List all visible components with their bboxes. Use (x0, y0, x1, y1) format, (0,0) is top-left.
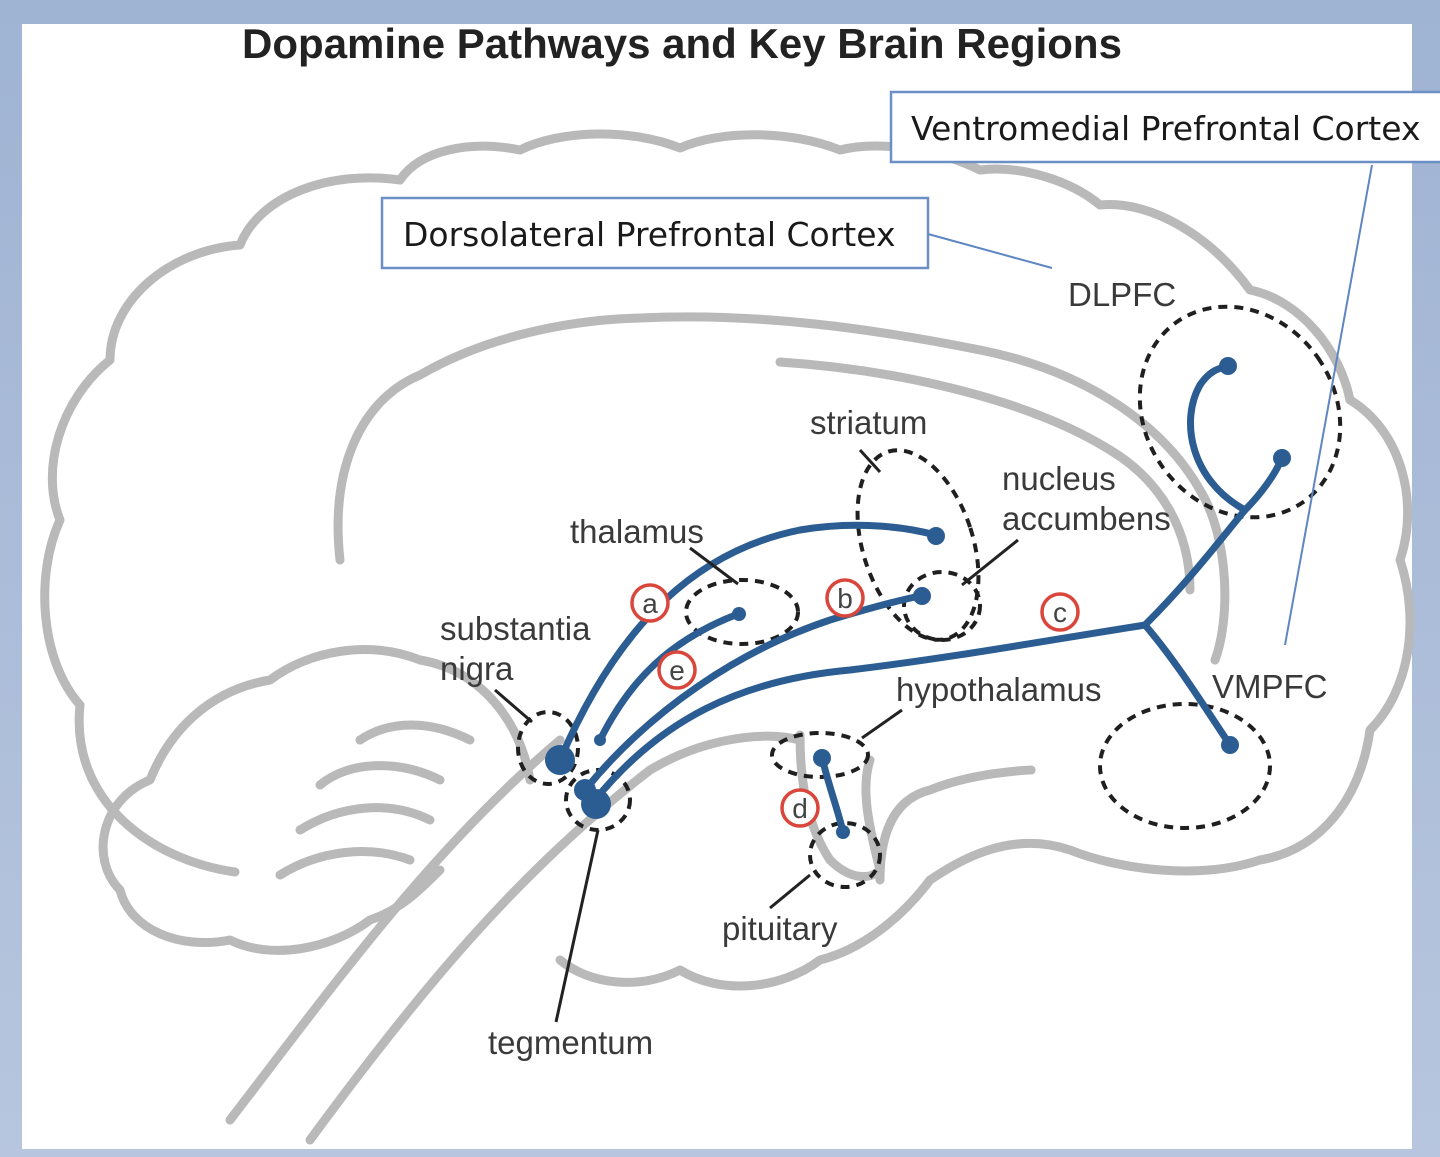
marker-b: b (825, 578, 865, 618)
brain-outline (40, 129, 1415, 1145)
terminal-thalamus (732, 607, 746, 621)
leader-nucleus-accumbens (961, 538, 1019, 587)
diagram-title: Dopamine Pathways and Key Brain Regions (242, 20, 1122, 67)
pathway-c-branch-middle (1241, 454, 1286, 514)
brain-regions (516, 304, 1343, 889)
label-tegmentum: tegmentum (488, 1024, 653, 1061)
cerebellum-folds (275, 720, 475, 880)
terminal-substantia-nigra (545, 745, 575, 775)
leader-striatum (858, 448, 882, 474)
svg-text:b: b (837, 583, 853, 614)
dopamine-pathways (556, 362, 1286, 836)
brain-outer-contour (40, 129, 1415, 991)
pathway-b-mesolimbic (581, 592, 924, 794)
pathway-a-nigrostriatal (556, 521, 939, 764)
terminal-dlpfc-upper (1219, 357, 1237, 375)
vmpfc-callout-box (889, 90, 1440, 164)
terminal-tegmentum-secondary (574, 779, 596, 801)
label-nucleus: nucleus (1002, 460, 1116, 497)
label-dlpfc: DLPFC (1068, 276, 1176, 313)
marker-a: a (630, 583, 670, 623)
label-accumbens: accumbens (1002, 500, 1171, 537)
dlpfc-region (1137, 304, 1343, 520)
label-hypothalamus: hypothalamus (896, 671, 1101, 708)
substantia-nigra-region (516, 710, 580, 786)
label-vmpfc: VMPFC (1212, 668, 1328, 705)
vmpfc-callout-connector (1284, 164, 1373, 646)
terminal-hypothalamus (813, 749, 831, 767)
terminal-e-start (594, 734, 606, 746)
dlpfc-callout-connector (927, 233, 1053, 269)
label-thalamus: thalamus (570, 513, 704, 550)
leader-tegmentum (554, 829, 600, 1023)
leader-hypothalamus (861, 708, 903, 740)
striatum-region (855, 448, 981, 642)
region-labels: DLPFC VMPFC striatum nucleus accumbens t… (440, 276, 1328, 1061)
brainstem-inner (305, 731, 805, 1145)
marker-e: e (657, 650, 697, 690)
label-substantia: substantia (440, 610, 591, 647)
leader-thalamus (689, 546, 739, 586)
marker-d: d (780, 788, 820, 828)
svg-text:c: c (1053, 597, 1067, 628)
pathway-d-tuberoinfundibular (818, 754, 847, 836)
vmpfc-region (1098, 702, 1272, 830)
corpus-callosum (775, 357, 1195, 595)
terminal-striatum (927, 527, 945, 545)
label-pituitary: pituitary (722, 910, 838, 947)
label-striatum: striatum (810, 404, 927, 441)
marker-c: c (1040, 592, 1080, 632)
vmpfc-callout-text: Ventromedial Prefrontal Cortex (911, 109, 1421, 148)
cerebellum (98, 645, 535, 955)
leader-lines (494, 448, 1019, 1023)
terminal-dlpfc-lower (1273, 449, 1291, 467)
svg-text:a: a (642, 588, 658, 619)
pathway-e-tegmentum-thalamus (596, 610, 742, 744)
leader-pituitary (769, 873, 811, 910)
brainstem (225, 735, 565, 1125)
brain-inner-fold (333, 312, 1230, 665)
leader-substantia-nigra (494, 688, 533, 724)
pathway-c-mesocortical (591, 621, 1149, 804)
terminal-nucleus-accumbens (913, 587, 931, 605)
hypothalamus-region (770, 731, 870, 779)
dlpfc-callout: Dorsolateral Prefrontal Cortex (380, 196, 930, 270)
svg-text:d: d (792, 793, 808, 824)
terminal-pituitary (836, 825, 850, 839)
dlpfc-callout-text: Dorsolateral Prefrontal Cortex (403, 215, 895, 254)
pathway-markers: a b c d e (630, 578, 1080, 828)
pathway-terminals (545, 357, 1291, 839)
label-nigra: nigra (440, 650, 514, 687)
dlpfc-callout-box (380, 196, 930, 270)
temporal-lobe (875, 765, 1036, 885)
pathway-c-branch-upper (1141, 362, 1251, 629)
svg-text:e: e (669, 655, 685, 686)
pathway-c-branch-lower (1141, 621, 1232, 746)
terminal-vmpfc (1221, 736, 1239, 754)
thalamus-region (684, 578, 800, 646)
pituitary-region (808, 821, 882, 889)
nucleus-accumbens-region (902, 570, 982, 642)
vmpfc-callout: Ventromedial Prefrontal Cortex (889, 90, 1440, 164)
